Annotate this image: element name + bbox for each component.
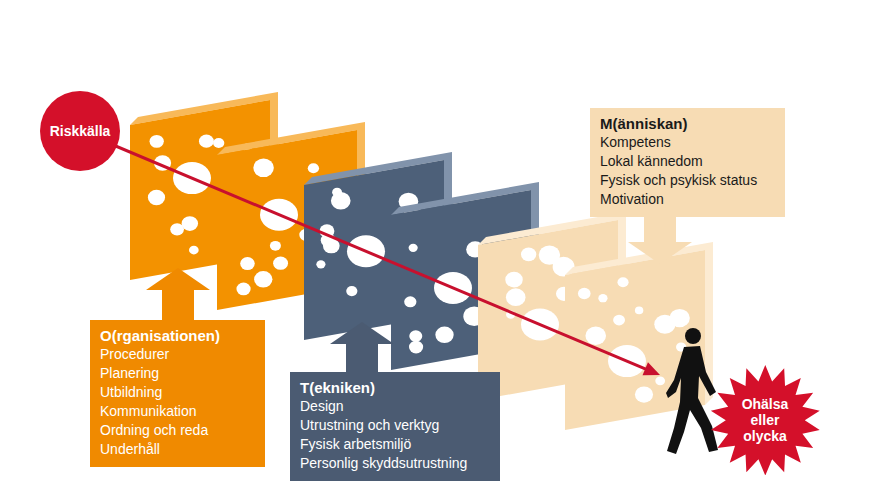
slice-hole xyxy=(505,272,522,288)
slice-hole xyxy=(598,294,607,302)
box-text: Design xyxy=(300,397,490,416)
box-text: Fysisk arbetsmiljö xyxy=(300,435,490,454)
box-heading: O(rganisationen) xyxy=(100,326,255,345)
box-text: Personlig skyddsutrustning xyxy=(300,454,490,473)
box-text: Underhåll xyxy=(100,440,255,459)
trajectory-arrowhead xyxy=(643,362,660,375)
slice-hole xyxy=(521,247,536,261)
slice-hole xyxy=(270,241,281,251)
box-text: Utbildning xyxy=(100,383,255,402)
human-box: M(änniskan)KompetensLokal kännedomFysisk… xyxy=(590,108,785,217)
box-heading: T(ekniken) xyxy=(300,378,490,397)
technology-box: T(ekniken)DesignUtrustning och verktygFy… xyxy=(290,372,500,481)
slice-hole xyxy=(635,307,643,315)
box-text: Kompetens xyxy=(600,133,775,152)
risk-source-circle: Riskkälla xyxy=(40,91,120,171)
box-text: Kommunikation xyxy=(100,402,255,421)
slice-hole xyxy=(409,244,418,252)
slice-hole xyxy=(240,257,255,270)
organisation-box: O(rganisationen)ProcedurerPlaneringUtbil… xyxy=(90,320,265,467)
slice-hole xyxy=(254,271,272,287)
outcome-starburst: Ohälsa eller olycka xyxy=(710,365,821,476)
slice-hole xyxy=(213,138,224,148)
slice-hole xyxy=(346,286,357,296)
slice-hole xyxy=(148,190,165,205)
box-text: Lokal kännedom xyxy=(600,152,775,171)
slice-hole xyxy=(409,330,422,342)
box-text: Procedurer xyxy=(100,345,255,364)
slice-hole xyxy=(253,159,274,177)
slice-hole xyxy=(182,216,198,231)
box-text: Motivation xyxy=(600,190,775,209)
box-text: Utrustning och verktyg xyxy=(300,416,490,435)
slice-hole xyxy=(150,135,164,148)
box-text: Ohälsa eller olycka xyxy=(742,396,789,444)
slice-hole xyxy=(236,283,250,296)
slice-hole xyxy=(435,327,453,344)
slice-hole xyxy=(316,260,325,268)
person-silhouette xyxy=(666,328,718,454)
slice-hole xyxy=(189,246,199,255)
box-text: Fysisk och psykisk status xyxy=(600,171,775,190)
box-text: Planering xyxy=(100,364,255,383)
starburst-outline xyxy=(711,365,820,476)
slice-hole xyxy=(613,315,625,326)
slice-hole xyxy=(585,326,606,345)
slice-hole xyxy=(654,315,675,334)
slice-hole xyxy=(404,296,416,307)
slice-hole xyxy=(332,188,342,197)
box-text: Riskkälla xyxy=(50,122,111,141)
slice-hole xyxy=(273,256,288,269)
slice-hole xyxy=(655,376,665,385)
slice-hole xyxy=(409,341,423,354)
slice-hole xyxy=(539,245,560,264)
slice-hole xyxy=(308,163,319,173)
slice-hole xyxy=(617,277,628,287)
box-text: Ordning och reda xyxy=(100,421,255,440)
slice-hole xyxy=(635,386,653,402)
slice-hole xyxy=(506,288,526,306)
slice-hole xyxy=(199,134,214,147)
box-heading: M(änniskan) xyxy=(600,114,775,133)
slice-hole xyxy=(578,288,591,299)
